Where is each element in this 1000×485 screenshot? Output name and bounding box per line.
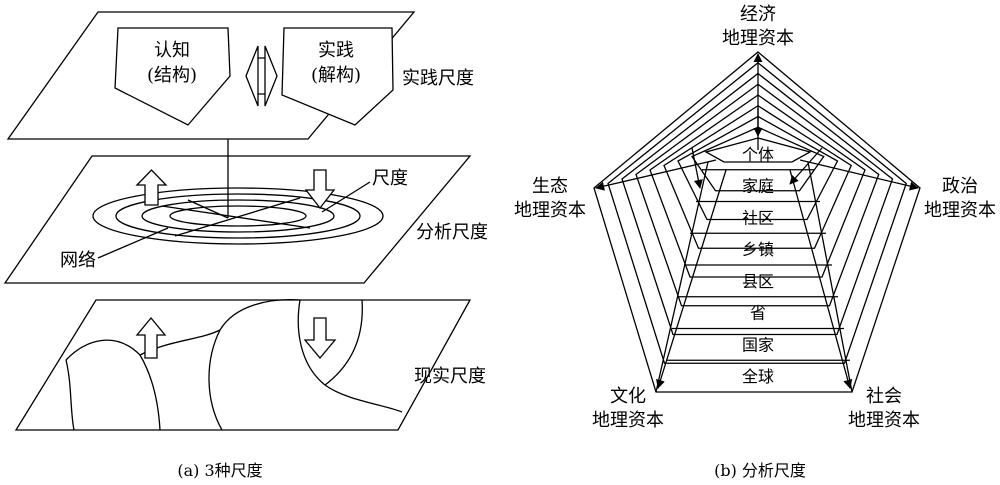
practice-label-2: (解构) — [311, 65, 361, 86]
scale-ring-2 — [115, 193, 361, 239]
pentagon-shell-1 — [607, 61, 908, 364]
cognition-label-2: (结构) — [147, 65, 197, 86]
level-label-1: 家庭 — [742, 177, 774, 196]
scale-label: 尺度 — [372, 168, 408, 189]
level-label-0: 个体 — [742, 145, 774, 164]
pentagon-shell-0 — [593, 51, 921, 393]
network-label: 网络 — [60, 250, 96, 271]
practice-scale-label: 实践尺度 — [402, 68, 474, 89]
vertex-left-line2: 地理资本 — [514, 200, 586, 221]
pentagon-shell-3 — [635, 83, 880, 307]
scale-ring-4 — [169, 205, 307, 227]
reality-plane — [14, 299, 472, 431]
practice-label-1: 实践 — [318, 40, 354, 61]
axis-arrow-right — [799, 159, 919, 191]
down-arrow-bottom-icon — [303, 317, 337, 360]
level-column-left — [655, 161, 709, 393]
pentagon-shell-2 — [621, 72, 894, 336]
level-label-7: 全球 — [742, 367, 774, 386]
vertex-bottom-right-line1: 社会 — [866, 386, 902, 407]
region-boundary-1 — [65, 339, 161, 431]
pentagon-shell-6 — [677, 115, 839, 221]
vertex-top-line2: 地理资本 — [722, 28, 794, 49]
vertex-bottom-right-line2: 地理资本 — [848, 410, 920, 431]
region-boundary-3 — [219, 299, 301, 331]
analysis-plane — [3, 155, 472, 284]
axis-arrow-left — [595, 159, 717, 191]
scale-ring-1 — [92, 187, 384, 245]
double-arrow-icon — [245, 45, 278, 107]
scale-ring-3 — [141, 199, 335, 233]
up-arrow-bottom-icon — [135, 316, 167, 359]
cognition-box — [114, 27, 231, 126]
vertex-bottom-left-line1: 文化 — [610, 386, 646, 407]
level-column-right — [807, 161, 853, 393]
cognition-label-1: 认知 — [154, 40, 190, 61]
level-label-3: 乡镇 — [742, 240, 774, 259]
pentagon-shell-5 — [663, 104, 853, 249]
caption-a: (a) 3种尺度 — [177, 461, 262, 480]
pentagon-shell-8 — [704, 137, 812, 163]
up-arrow-icon — [135, 169, 168, 206]
pentagon-shell-7 — [691, 126, 825, 192]
inward-arrow-1 — [691, 147, 703, 189]
vertex-right-line2: 地理资本 — [924, 200, 996, 221]
region-boundary-4 — [208, 329, 223, 431]
scale-leader — [321, 181, 371, 213]
region-boundary-5 — [297, 299, 326, 386]
reality-scale-label: 现实尺度 — [414, 366, 486, 387]
network-line-3 — [187, 199, 229, 219]
vertex-right-line1: 政治 — [942, 176, 978, 197]
level-label-6: 国家 — [742, 335, 774, 354]
panel-a — [3, 11, 472, 431]
region-boundary-6 — [324, 299, 363, 386]
level-label-4: 县区 — [742, 272, 774, 291]
network-leader — [97, 227, 169, 259]
vertex-top-line1: 经济 — [740, 4, 776, 25]
pentagon-shell-4 — [649, 94, 866, 278]
down-arrow-icon — [304, 169, 336, 210]
level-label-5: 省 — [750, 304, 766, 323]
caption-b: (b) 分析尺度 — [714, 461, 806, 480]
vertex-left-line1: 生态 — [532, 176, 568, 197]
network-line-2 — [174, 197, 301, 237]
axis-arrow-bottom-right — [789, 169, 853, 389]
analysis-scale-label: 分析尺度 — [416, 222, 488, 243]
panel-b — [593, 51, 921, 393]
vertex-bottom-left-line2: 地理资本 — [592, 410, 664, 431]
level-label-2: 社区 — [742, 208, 774, 227]
region-boundary-7 — [324, 384, 403, 413]
region-boundary-8 — [65, 359, 75, 431]
inward-arrow-2 — [789, 147, 823, 185]
axis-arrow-bottom-left — [656, 169, 727, 389]
practice-box — [281, 27, 394, 126]
